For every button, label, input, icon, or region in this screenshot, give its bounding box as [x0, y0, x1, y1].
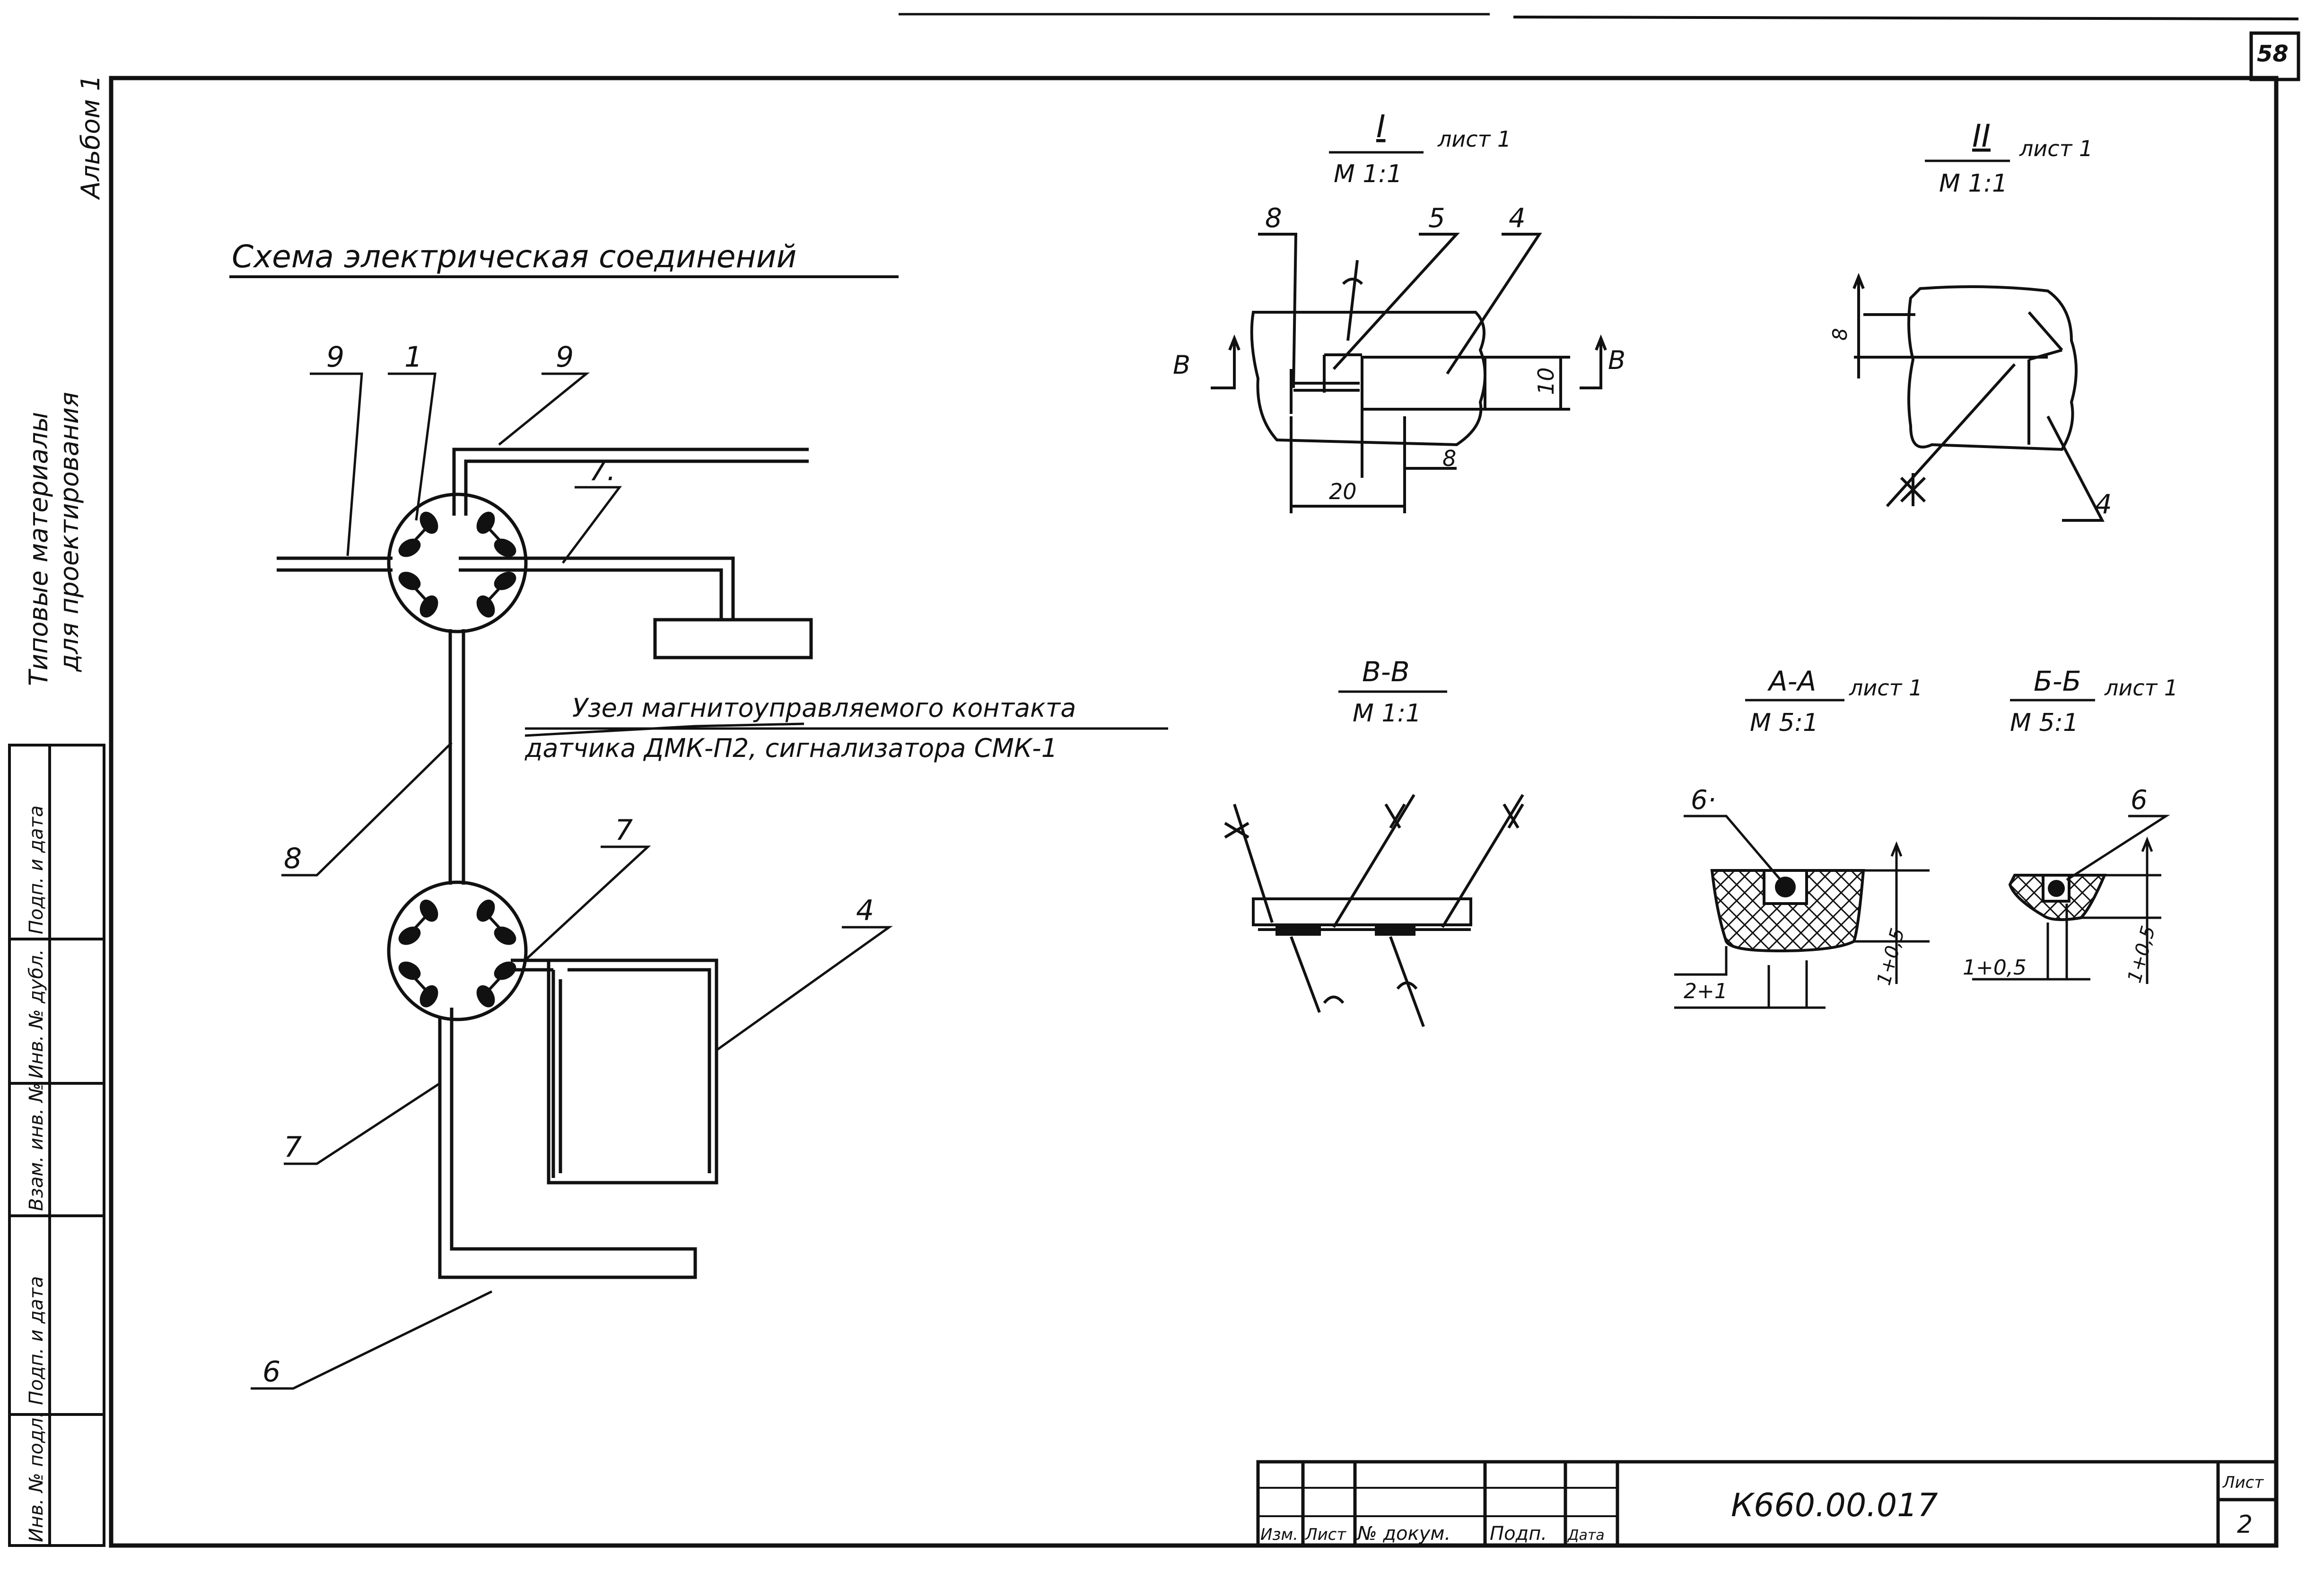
note-line-2: датчика ДМК-П2, сигнализатора СМК-1 — [524, 733, 1057, 763]
tb-header-date: Дата — [1567, 1527, 1605, 1544]
stamp-cell-1: Инв. № подл. — [26, 1412, 47, 1542]
sheet-number-top: 58 — [2257, 41, 2289, 67]
sheet-value: 2 — [2237, 1511, 2253, 1539]
frame — [109, 13, 2300, 1548]
view-II-dim-8: 8 — [1828, 328, 1852, 341]
view-II-scale: М 1:1 — [1939, 169, 2008, 198]
sheet-label: Лист — [2222, 1473, 2264, 1492]
view-I-section-mark-right: В — [1608, 345, 1625, 375]
view-I-title: I — [1376, 108, 1385, 145]
view-II-callout-4: 4 — [2095, 489, 2112, 520]
callout-7a: 7. — [589, 454, 616, 487]
stamp-cell-3: Взам. инв. № — [26, 1082, 47, 1211]
callout-8: 8 — [284, 842, 302, 875]
callout-1: 1 — [404, 341, 422, 374]
view-II-title: II — [1972, 118, 1991, 154]
section-BB-title: Б-Б — [2034, 665, 2081, 697]
document-code: К660.00.017 — [1731, 1487, 1938, 1524]
section-VV: В-В М 1:1 — [1224, 656, 1524, 1028]
stamp-cell-5: Подп. и дата — [26, 806, 47, 934]
callout-4: 4 — [856, 894, 874, 927]
stamp-cell-4: Инв. № дубл. — [26, 949, 47, 1079]
callout-9b: 9 — [556, 341, 574, 374]
callout-7c: 7 — [284, 1131, 302, 1164]
tb-header-izm: Изм. — [1260, 1525, 1298, 1544]
view-I-section-mark-left: В — [1173, 350, 1190, 380]
view-I: I М 1:1 лист 1 В В 8 — [1173, 108, 1625, 513]
view-II: II М 1:1 лист 1 8 4 — [1828, 118, 2112, 522]
connection-schematic: Схема электрическая соединений — [229, 238, 1168, 1390]
section-AA-title: А-А — [1767, 665, 1816, 697]
stamp-cell-2: Подп. и дата — [26, 1276, 47, 1405]
section-BB-callout-6: 6 — [2131, 785, 2148, 816]
callout-7b: 7 — [615, 814, 633, 847]
section-BB-scale: М 5:1 — [2010, 709, 2079, 737]
section-AA: А-А М 5:1 лист 1 6· 2+1 1+0,5 — [1674, 665, 1930, 1009]
title-block — [1256, 1460, 2278, 1547]
view-I-dim-10: 10 — [1533, 367, 1559, 395]
schematic-title: Схема электрическая соединений — [232, 238, 796, 275]
view-I-callout-8: 8 — [1265, 203, 1282, 234]
section-VV-title: В-В — [1362, 656, 1410, 688]
series-title-line2: для проектирования — [54, 392, 84, 672]
view-I-callout-5: 5 — [1428, 203, 1445, 234]
view-II-ref: лист 1 — [2019, 136, 2093, 161]
tb-header-sign: Подп. — [1490, 1523, 1547, 1545]
section-AA-dim-w: 2+1 — [1684, 979, 1728, 1003]
view-I-ref: лист 1 — [1437, 126, 1511, 152]
section-AA-ref: лист 1 — [1849, 675, 1922, 701]
section-BB-ref: лист 1 — [2104, 675, 2178, 701]
section-BB-dim-w: 1+0,5 — [1963, 956, 2027, 980]
section-VV-scale: М 1:1 — [1353, 699, 1421, 728]
view-I-dim-8: 8 — [1442, 446, 1456, 471]
callout-6: 6 — [262, 1355, 280, 1388]
callout-9a: 9 — [326, 341, 344, 374]
section-BB-dim-h: 1+0,5 — [2123, 923, 2159, 985]
section-AA-scale: М 5:1 — [1750, 709, 1818, 737]
tb-header-doc: № докум. — [1356, 1523, 1450, 1545]
view-I-scale: М 1:1 — [1334, 160, 1402, 188]
section-BB: Б-Б М 5:1 лист 1 6 1+0,5 1+0,5 — [1963, 665, 2178, 985]
note-line-1: Узел магнитоуправляемого контакта — [572, 693, 1076, 723]
view-I-dim-20: 20 — [1329, 479, 1357, 504]
side-stamp — [8, 744, 105, 1547]
tb-header-list: Лист — [1304, 1525, 1346, 1544]
section-AA-dim-h: 1+0,5 — [1873, 926, 1909, 987]
section-AA-callout-6: 6· — [1691, 785, 1716, 816]
series-title-line1: Типовые материалы — [24, 412, 53, 686]
album-label: Альбом 1 — [76, 75, 105, 200]
view-I-callout-4: 4 — [1509, 203, 1526, 234]
